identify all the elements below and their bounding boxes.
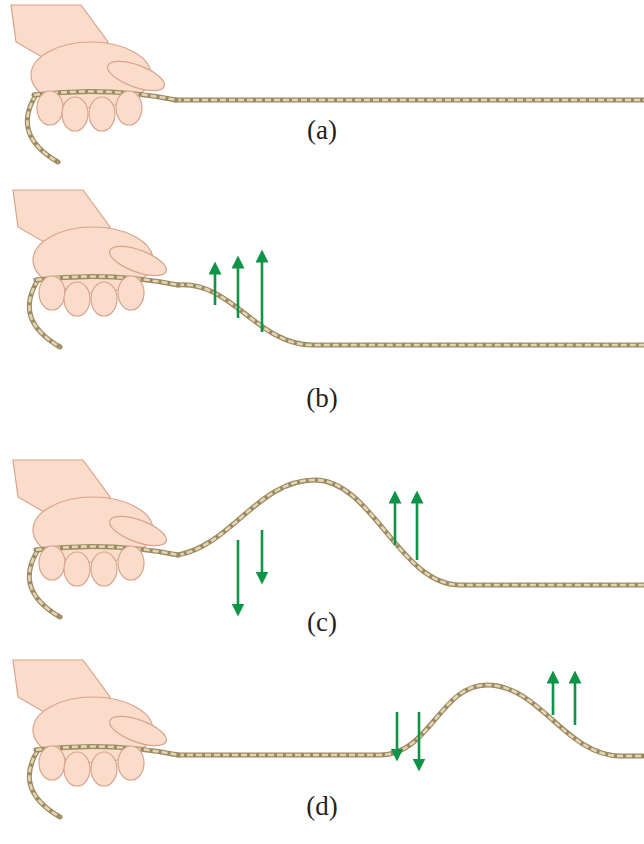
thumb: [106, 710, 170, 751]
rope-strand: [178, 285, 644, 345]
finger: [116, 91, 142, 125]
finger: [62, 97, 88, 131]
rope: [178, 480, 644, 585]
finger: [89, 97, 115, 131]
finger: [39, 546, 65, 580]
rope: [178, 285, 644, 345]
finger: [64, 752, 90, 786]
thumb: [106, 240, 170, 281]
finger: [37, 91, 63, 125]
velocity-arrow: [396, 712, 399, 755]
finger: [39, 746, 65, 780]
finger: [91, 552, 117, 586]
velocity-arrow: [237, 262, 240, 318]
rope-strand: [175, 99, 644, 102]
finger: [118, 746, 144, 780]
hand: [13, 660, 178, 817]
finger: [91, 752, 117, 786]
velocity-arrow: [416, 497, 419, 560]
velocity-arrow: [574, 677, 577, 725]
finger: [64, 282, 90, 316]
rope: [175, 98, 644, 103]
hand: [11, 5, 176, 162]
panel-label: (a): [307, 117, 337, 144]
panel-label: (b): [306, 385, 337, 412]
finger: [118, 276, 144, 310]
velocity-arrow: [214, 268, 217, 305]
rope-strand: [178, 480, 644, 585]
finger: [39, 276, 65, 310]
finger: [64, 552, 90, 586]
velocity-arrow: [237, 540, 240, 610]
thumb: [106, 510, 170, 551]
panel-label: (c): [307, 609, 337, 636]
velocity-arrow: [552, 677, 555, 715]
finger: [91, 282, 117, 316]
finger: [118, 546, 144, 580]
hand: [13, 460, 178, 617]
panel-label: (d): [306, 793, 337, 820]
velocity-arrow: [418, 712, 421, 765]
velocity-arrow: [261, 256, 264, 332]
thumb: [104, 55, 168, 96]
velocity-arrow: [394, 497, 397, 545]
velocity-arrow: [261, 530, 264, 578]
hand: [13, 190, 178, 347]
